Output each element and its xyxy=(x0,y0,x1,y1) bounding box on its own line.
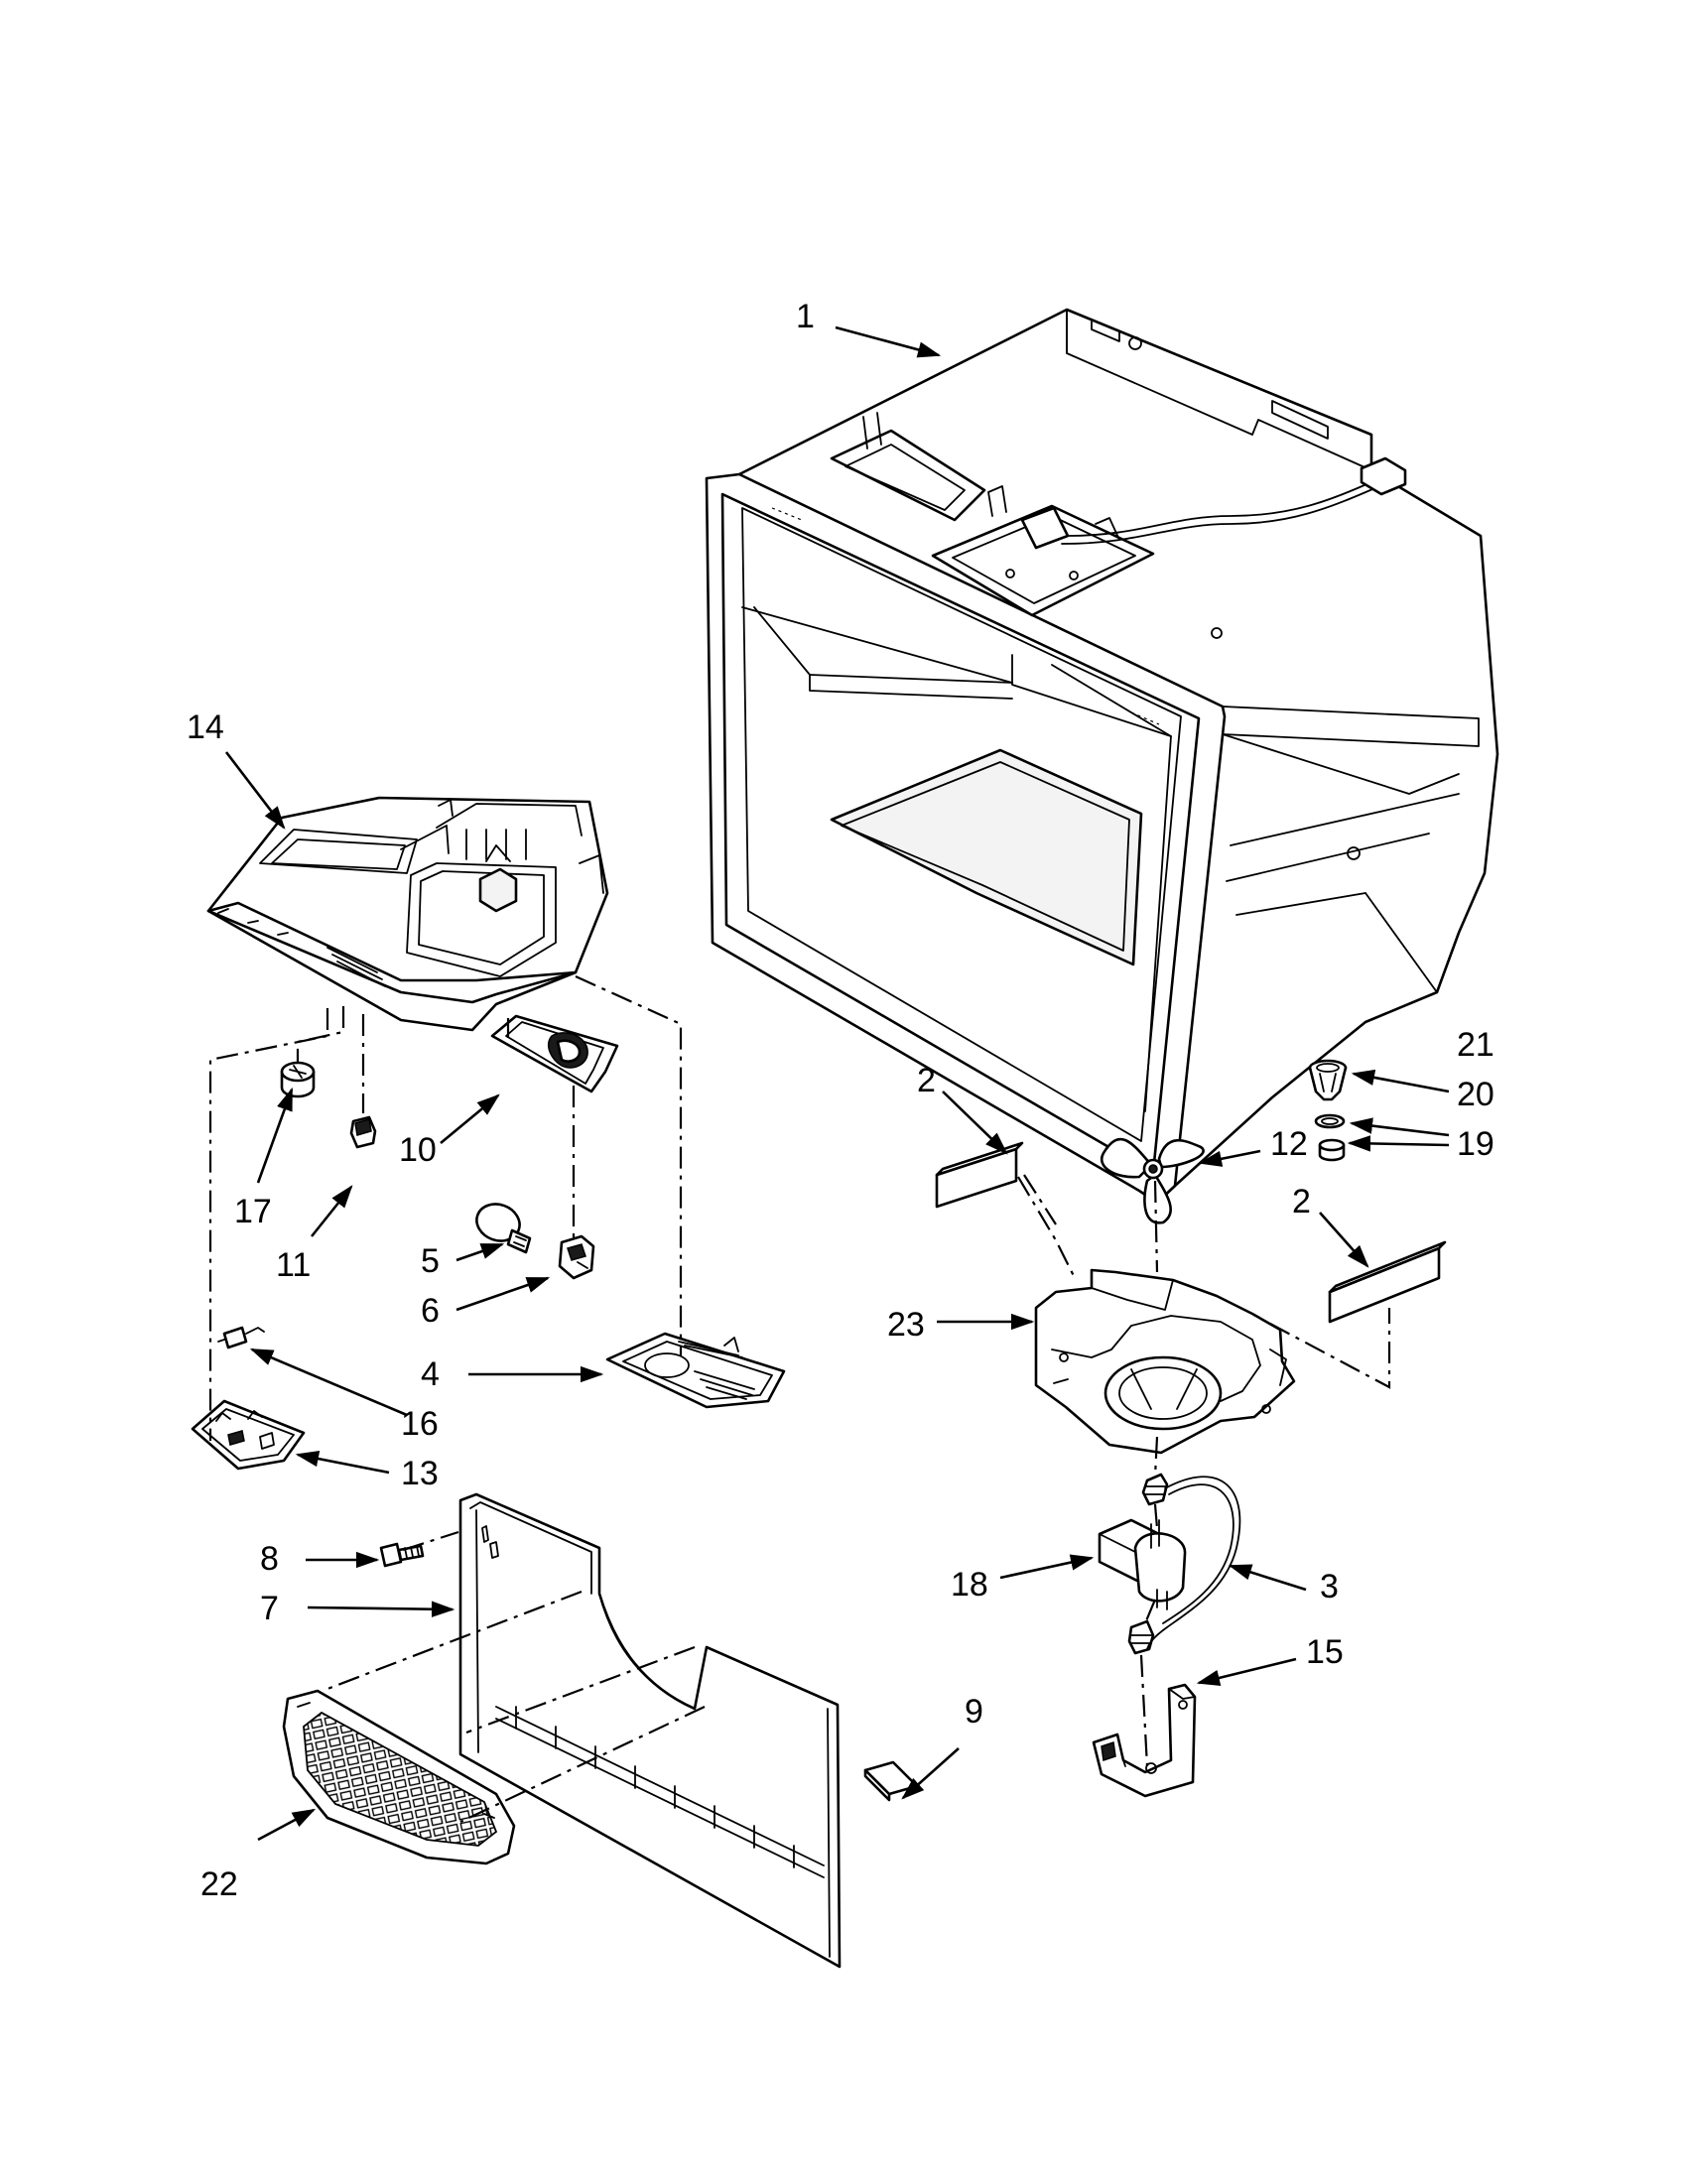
callout-9: 9 xyxy=(965,1693,983,1731)
callout-leaders xyxy=(224,325,1450,1842)
wire-harness-part xyxy=(1146,1476,1241,1650)
callout-18: 18 xyxy=(951,1566,988,1604)
light-housing-part xyxy=(490,1014,619,1093)
fan-blade-part xyxy=(1100,1137,1205,1224)
leader-18 xyxy=(999,1554,1095,1580)
callout-15: 15 xyxy=(1306,1633,1344,1671)
control-housing-part xyxy=(191,1399,306,1471)
leader-2b xyxy=(1319,1212,1369,1268)
leader-19 xyxy=(1347,1135,1450,1152)
callout-1: 1 xyxy=(796,298,815,335)
cup-part xyxy=(1308,1059,1348,1101)
bracket-part xyxy=(1092,1683,1197,1798)
leader-1 xyxy=(835,325,942,358)
leader-21 xyxy=(1351,1069,1450,1093)
callout-10: 10 xyxy=(399,1131,437,1169)
leader-10 xyxy=(440,1093,500,1145)
callout-5: 5 xyxy=(421,1242,440,1280)
callout-7: 7 xyxy=(260,1590,279,1627)
fan-shroud-part xyxy=(1034,1268,1296,1455)
leader-13 xyxy=(295,1451,390,1475)
switch-part xyxy=(349,1115,377,1149)
callout-17: 17 xyxy=(234,1193,272,1230)
leader-6 xyxy=(455,1276,551,1312)
leader-7 xyxy=(307,1601,455,1617)
callout-4: 4 xyxy=(421,1355,440,1393)
callout-22: 22 xyxy=(200,1865,238,1903)
callout-20: 20 xyxy=(1457,1076,1494,1113)
leader-9 xyxy=(901,1747,960,1800)
foam-block-left-part xyxy=(935,1141,1024,1209)
callout-labels: 1 2 2 3 4 5 6 7 8 9 10 11 12 13 14 15 16… xyxy=(187,298,1494,1903)
callout-23: 23 xyxy=(887,1306,925,1344)
leader-11 xyxy=(310,1185,353,1237)
thermistor-part xyxy=(217,1326,265,1349)
callout-16: 16 xyxy=(401,1405,439,1443)
assembly-lines xyxy=(208,974,1391,1823)
callout-21: 21 xyxy=(1457,1026,1494,1064)
callout-8: 8 xyxy=(260,1540,279,1578)
leader-16 xyxy=(249,1348,408,1417)
leader-2a xyxy=(942,1091,1008,1155)
foam-block-right-part xyxy=(1328,1240,1447,1324)
leader-12 xyxy=(1198,1149,1261,1167)
callout-6: 6 xyxy=(421,1292,440,1330)
callout-12: 12 xyxy=(1270,1125,1308,1163)
callout-13: 13 xyxy=(401,1455,439,1492)
leader-20 xyxy=(1349,1117,1450,1137)
freezer-liner-part xyxy=(705,308,1499,1205)
leader-3 xyxy=(1228,1564,1307,1592)
light-cover-part xyxy=(605,1332,786,1409)
back-panel-part xyxy=(458,1492,842,1969)
leader-14 xyxy=(224,751,286,830)
drawer-housing-part xyxy=(206,796,609,1032)
callout-2: 2 xyxy=(1292,1183,1311,1220)
screw-part xyxy=(379,1542,425,1568)
grille-part xyxy=(282,1689,516,1865)
leader-5 xyxy=(455,1242,505,1262)
leader-17 xyxy=(256,1087,294,1184)
callout-11: 11 xyxy=(276,1246,311,1284)
leader-15 xyxy=(1196,1657,1297,1686)
bulb-part xyxy=(475,1203,532,1254)
leader-22 xyxy=(257,1808,317,1842)
callout-2: 2 xyxy=(917,1062,936,1099)
callout-14: 14 xyxy=(187,708,224,746)
callout-19: 19 xyxy=(1457,1125,1494,1163)
strip-part xyxy=(863,1760,919,1802)
fan-motor-part xyxy=(1098,1473,1187,1655)
knob-part xyxy=(280,1061,316,1098)
callout-3: 3 xyxy=(1320,1568,1339,1606)
o-ring-part xyxy=(1314,1113,1346,1129)
socket-part xyxy=(558,1234,595,1280)
cap-part xyxy=(1318,1138,1346,1162)
